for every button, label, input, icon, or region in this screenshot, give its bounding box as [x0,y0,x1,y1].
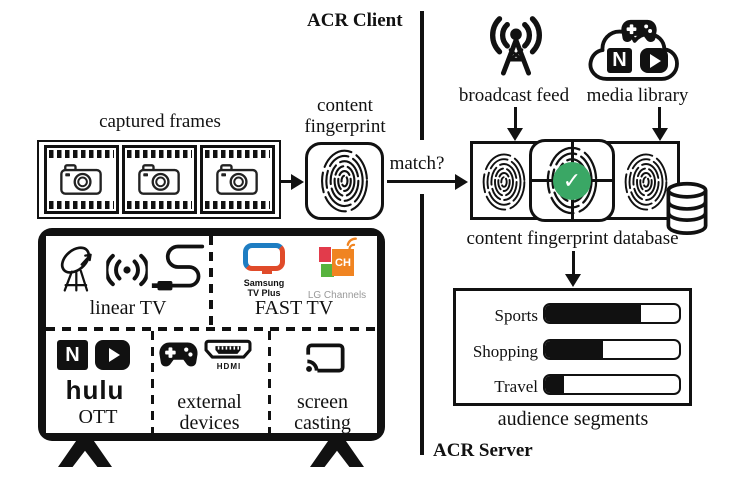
screen-casting-label: screen casting [268,392,377,434]
audience-segments-box: Sports Shopping Travel [453,288,692,406]
cast-icon [304,339,346,377]
hdmi-logo: HDMI [204,339,254,371]
captured-frames-label: captured frames [99,111,221,132]
segment-bar-shopping [543,339,681,360]
coax-cable-icon [150,241,206,293]
arrowhead [651,128,668,141]
arrow-media-to-db [658,107,661,130]
samsung-tv-stand [262,270,272,274]
broadcast-feed-label: broadcast feed [458,85,570,106]
acr-client-heading: ACR Client [307,10,403,31]
tv-divider [46,327,377,331]
film-sprockets [48,150,114,158]
content-fingerprint-box [305,142,384,220]
segment-bar-fill [545,341,603,358]
match-label: match? [389,153,445,174]
external-devices-label-line2: devices [179,412,240,434]
external-devices-label-line1: external [177,391,242,413]
hdmi-text: HDMI [216,362,242,371]
fingerprint-database-label: content fingerprint database [466,228,679,249]
tv-divider [267,330,271,433]
acr-server-heading: ACR Server [433,440,533,461]
media-library-cloud: N [578,3,690,87]
arrow-match [387,180,457,183]
lg-channels-mosaic: CH [319,245,355,281]
segment-bar-fill [545,376,564,393]
screen-casting-label-line2: casting [294,412,351,434]
fingerprint-icon [479,152,529,212]
hdmi-connector-icon [204,339,252,361]
netflix-icon: N [57,340,88,370]
arrowhead [507,128,523,141]
film-strip [199,145,275,214]
arrowhead [455,173,468,190]
database-cylinder-icon [662,181,712,235]
broadcast-antenna-icon [484,9,548,81]
wifi-waves-icon [345,236,363,252]
segment-bar-fill [545,305,642,322]
ott-label: OTT [78,406,118,428]
arrow-db-to-audience [571,251,575,276]
samsung-logo-text: Samsung [243,278,285,288]
film-strip [43,145,119,214]
film-sprockets [204,201,270,209]
broadcast-signal-icon [106,253,148,287]
external-devices-label: external devices [151,392,268,434]
samsung-tv-shape [243,243,285,274]
gamepad-icon [618,16,660,46]
tv-divider [209,236,213,327]
arrow-frames-to-fingerprint [281,180,294,183]
fast-tv-label: FAST TV [254,297,334,319]
tv-screen: linear TV Samsung TV Plus CH LG Channels… [46,236,377,434]
fingerprint-icon [313,148,376,214]
hulu-logo: hulu [65,375,125,405]
content-fingerprint-label-line1: content [317,95,373,116]
tv-foot-left [58,439,112,467]
audience-segments-label: audience segments [497,408,649,430]
samsung-logo-text2: TV Plus [247,288,281,299]
tv-foot-right [310,439,364,467]
content-fingerprint-label-line2: fingerprint [304,115,386,137]
camera-icon [137,163,181,196]
linear-tv-label: linear TV [89,297,167,319]
film-sprockets [204,150,270,158]
segment-bar-sports [543,303,681,324]
lg-channels-logo: CH LG Channels [302,243,372,301]
lg-tile-red [319,247,331,262]
segment-label-travel: Travel [494,377,538,396]
segment-bar-travel [543,374,681,395]
media-library-label: media library [586,85,689,106]
captured-frames-box [37,140,281,219]
client-server-divider-top [420,11,424,140]
arrow-broadcast-to-db [513,107,517,130]
client-server-divider-bottom [420,194,424,455]
samsung-tv-plus-logo: Samsung TV Plus [232,243,296,299]
play-triangle [650,53,661,68]
screen-casting-label-line1: screen [296,391,349,413]
lg-tile-green [321,264,334,277]
match-check-icon: ✓ [553,162,591,200]
arrowhead [565,274,581,287]
film-sprockets [126,150,192,158]
lg-channels-text: LG Channels [307,290,367,301]
youtube-icon [95,340,130,370]
youtube-icon [640,48,668,73]
film-sprockets [48,201,114,209]
segment-label-shopping: Shopping [472,342,538,361]
tv-divider [150,330,154,433]
satellite-dish-icon [54,242,104,296]
film-strip [121,145,197,214]
play-triangle [108,348,120,362]
film-sprockets [126,201,192,209]
lg-tile-ch: CH [332,249,354,276]
netflix-icon: N [607,48,632,73]
camera-icon [59,163,103,196]
gamepad-icon [156,338,201,371]
content-fingerprint-label: content fingerprint [295,95,395,138]
camera-icon [215,163,259,196]
arrowhead [291,173,304,190]
segment-label-sports: Sports [494,306,538,325]
